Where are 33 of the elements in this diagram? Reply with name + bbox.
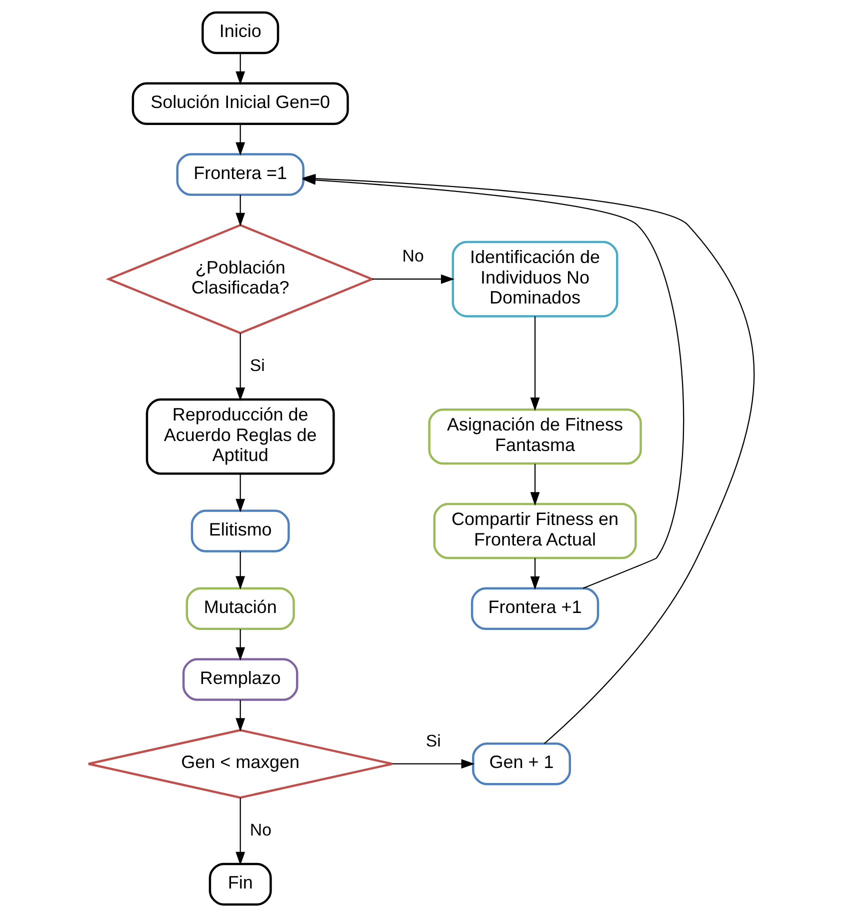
node-box: Frontera =1 [176,153,304,196]
node-box: Mutación [185,587,294,630]
arrow [235,552,245,590]
node-box: Fin [208,862,272,906]
arrow [530,464,540,506]
node-box: Reproducción de Acuerdo Reglas de Aptitud [145,398,334,475]
node-box: Elitismo [190,510,290,552]
node-box: Remplazo [182,658,298,701]
node-box: Compartir Fitness en Frontera Actual [432,502,636,560]
node-box: Identificación de Individuos No Dominados [451,240,618,318]
edge-label: Si [425,731,440,750]
arrow [235,629,245,661]
arrow [235,53,245,85]
arrow [235,798,245,866]
arrow [235,474,245,512]
arrow [530,558,540,590]
edge-label: No [249,820,271,840]
edge-label: No [402,246,424,266]
node-box: Frontera +1 [470,587,599,630]
edge-label: Si [249,356,264,375]
arrow [235,124,245,156]
arrow [235,333,245,401]
arrow [392,759,474,769]
arrow [235,194,245,226]
node-diamond: ¿Población Clasificada? [105,224,374,334]
arrow [372,274,454,284]
arrow [530,316,540,412]
node-box: Solución Inicial Gen=0 [131,82,348,126]
arrow [235,700,245,732]
node-box: Asignación de Fitness Fantasma [428,408,642,465]
node-box: Gen + 1 [472,742,570,786]
node-diamond: Gen < maxgen [86,728,393,799]
node-box: Inicio [201,11,279,54]
